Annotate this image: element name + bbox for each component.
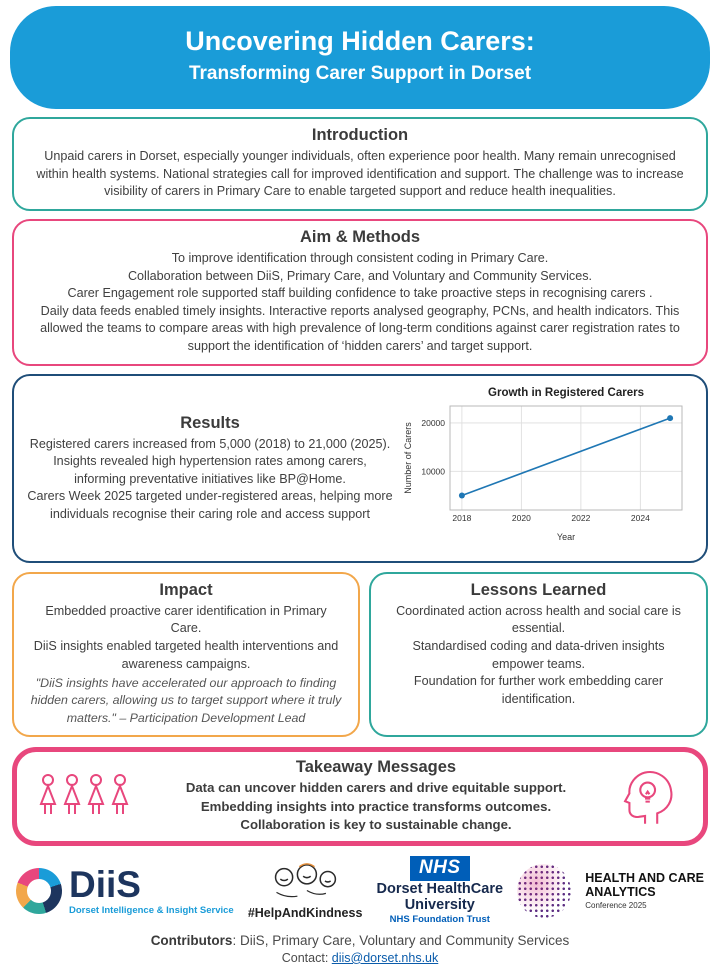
takeaway-line: Data can uncover hidden carers and drive…: [185, 780, 567, 796]
lessons-line: Foundation for further work embedding ca…: [413, 674, 664, 706]
analytics-conference-sphere-icon: [517, 863, 572, 918]
lessons-learned-title: Lessons Learned: [470, 580, 607, 599]
aim-methods-title: Aim & Methods: [299, 227, 421, 246]
contact-email-link[interactable]: diis@dorset.nhs.uk: [331, 950, 439, 965]
results-title: Results: [180, 413, 240, 432]
contributors-label: Contributors: [150, 932, 233, 948]
diis-logo-tagline: Dorset Intelligence & Insight Service: [69, 904, 234, 916]
nhs-org-line2: University: [404, 897, 475, 914]
takeaway-section: Takeaway Messages Data can uncover hidde…: [12, 747, 708, 846]
introduction-section: Introduction Unpaid carers in Dorset, es…: [12, 117, 708, 211]
svg-text:2024: 2024: [631, 513, 650, 523]
nhs-box-icon: NHS: [409, 855, 470, 881]
introduction-title: Introduction: [311, 126, 409, 144]
impact-title: Impact: [159, 580, 213, 599]
help-and-kindness-icon: [274, 862, 337, 897]
diis-donut-icon: [16, 867, 62, 914]
poster-header: Uncovering Hidden Carers: Transforming C…: [10, 6, 710, 109]
line-chart-svg: Growth in Registered Carers 10000 20000 201…: [403, 387, 683, 542]
health-care-analytics-logo: HEALTH AND CARE ANALYTICS Conference 202…: [585, 871, 704, 911]
footer-logos: DiiS Dorset Intelligence & Insight Servi…: [0, 846, 720, 926]
nhs-logo: NHS Dorset HealthCare University NHS Fou…: [376, 855, 504, 926]
svg-text:2018: 2018: [452, 513, 471, 523]
diis-logo-text-block: DiiS Dorset Intelligence & Insight Servi…: [69, 866, 234, 916]
impact-quote: "DiiS insights have accelerated our appr…: [30, 676, 342, 725]
lessons-line: Standardised coding and data-driven insi…: [412, 638, 665, 671]
help-and-kindness-label: #HelpAndKindness: [247, 905, 363, 920]
nhs-trust-line: NHS Foundation Trust: [389, 913, 490, 925]
results-line: Carers Week 2025 targeted under-register…: [27, 489, 393, 522]
impact-line: DiiS insights enabled targeted health in…: [33, 638, 339, 671]
svg-text:2020: 2020: [512, 513, 531, 523]
svg-text:20000: 20000: [421, 418, 445, 428]
aim-methods-section: Aim & Methods To improve identification …: [12, 218, 708, 366]
poster-title: Uncovering Hidden Carers:: [185, 26, 535, 56]
poster-subtitle: Transforming Carer Support in Dorset: [188, 63, 532, 84]
lessons-learned-section: Lessons Learned Coordinated action acros…: [369, 571, 708, 738]
impact-lessons-row: Impact Embedded proactive carer identifi…: [12, 571, 708, 738]
results-line: Insights revealed high hypertension rate…: [53, 454, 367, 486]
contact-label: Contact:: [281, 950, 332, 965]
svg-text:Number of Carers: Number of Carers: [403, 421, 413, 493]
contributors-text: : DiiS, Primary Care, Voluntary and Comm…: [232, 932, 570, 948]
takeaway-line: Collaboration is key to sustainable chan…: [240, 817, 512, 833]
contributors-line: Contributors: DiiS, Primary Care, Volunt…: [0, 933, 720, 948]
carers-growth-chart: Growth in Registered Carers 10000 20000 201…: [398, 384, 694, 553]
people-group-icon: [39, 774, 129, 815]
diis-logo: DiiS Dorset Intelligence & Insight Servi…: [16, 866, 234, 916]
svg-text:Year: Year: [557, 532, 575, 542]
takeaway-text: Takeaway Messages Data can uncover hidde…: [145, 758, 607, 834]
impact-line: Embedded proactive carer identification …: [45, 603, 327, 636]
aim-methods-line: Daily data feeds enabled timely insights…: [40, 303, 680, 353]
aim-methods-line: To improve identification through consis…: [171, 250, 549, 265]
results-chart-column: Growth in Registered Carers 10000 20000 201…: [398, 384, 694, 553]
impact-section: Impact Embedded proactive carer identifi…: [12, 571, 361, 738]
help-and-kindness-logo: #HelpAndKindness: [247, 862, 363, 920]
takeaway-line: Embedding insights into practice transfo…: [200, 798, 552, 814]
lessons-line: Coordinated action across health and soc…: [396, 603, 681, 636]
hca-conference-year: Conference 2025: [585, 901, 647, 911]
introduction-body: Unpaid carers in Dorset, especially youn…: [36, 149, 684, 199]
head-lightbulb-icon: [623, 771, 673, 825]
results-section: Results Registered carers increased from…: [12, 373, 708, 563]
contact-line: Contact: diis@dorset.nhs.uk: [0, 951, 720, 965]
aim-methods-line: Carer Engagement role supported staff bu…: [67, 286, 653, 301]
takeaway-title: Takeaway Messages: [295, 758, 457, 777]
svg-text:Growth in Registered Carers: Growth in Registered Carers: [488, 387, 644, 399]
svg-text:2022: 2022: [571, 513, 590, 523]
aim-methods-line: Collaboration between DiiS, Primary Care…: [127, 268, 593, 283]
hca-line1: HEALTH AND CARE: [585, 870, 704, 885]
hca-line2: ANALYTICS: [585, 885, 656, 900]
diis-logo-name: DiiS: [69, 863, 141, 905]
nhs-org-line1: Dorset HealthCare: [376, 880, 504, 897]
results-text-column: Results Registered carers increased from…: [26, 413, 394, 524]
svg-text:10000: 10000: [421, 466, 445, 476]
results-line: Registered carers increased from 5,000 (…: [29, 436, 391, 451]
